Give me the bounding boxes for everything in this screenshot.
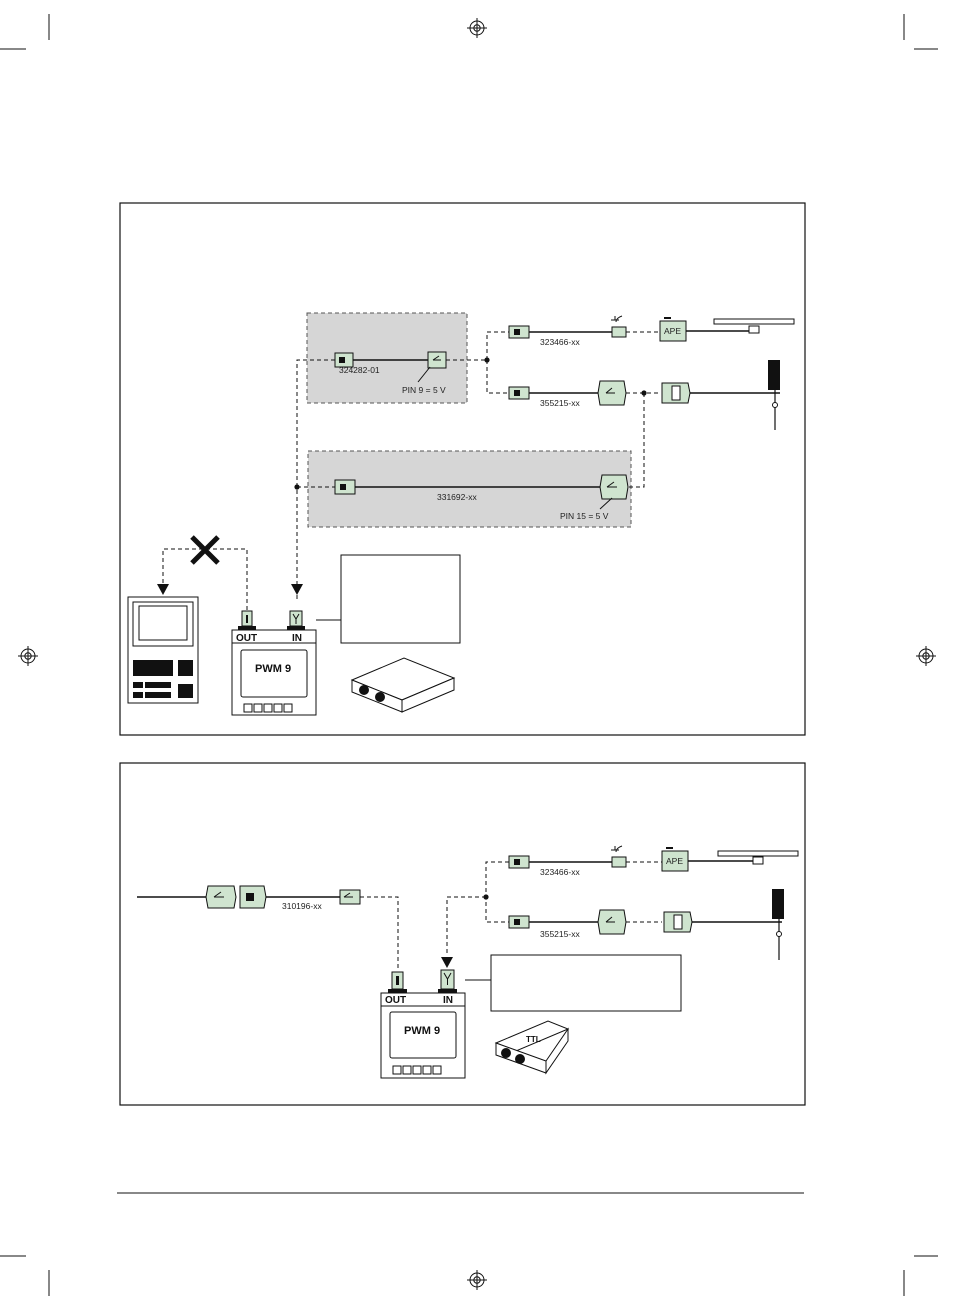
branch-cable-top: 323466-xx APE bbox=[508, 845, 799, 877]
pwm9-tester: PWM 9 OUT IN bbox=[231, 610, 317, 716]
ttl-interface-box-icon: TTL bbox=[494, 1020, 570, 1075]
diagram-2-frame bbox=[119, 762, 806, 1106]
interface-box-icon bbox=[350, 657, 456, 713]
tester-name: PWM 9 bbox=[255, 663, 291, 675]
input-cable: 310196-xx bbox=[137, 885, 361, 911]
part-number-label: 323466-xx bbox=[540, 337, 580, 347]
plug-symbol-icon bbox=[611, 315, 623, 323]
ape-label: APE bbox=[664, 326, 681, 336]
arrow-down-icon bbox=[291, 584, 303, 595]
extension-cable-area bbox=[307, 450, 632, 528]
handheld-probe-icon bbox=[772, 889, 784, 919]
registration-mark-icon bbox=[466, 1269, 488, 1291]
part-number-label: 324282-01 bbox=[339, 365, 380, 375]
branch-cable-top: 323466-xx APE bbox=[508, 315, 795, 347]
pin-note-label: PIN 15 = 5 V bbox=[560, 511, 609, 521]
diagram-1: 324282-01 PIN 9 = 5 V 323466-xx APE bbox=[119, 202, 806, 736]
part-number-label: 331692-xx bbox=[437, 492, 477, 502]
cross-icon bbox=[190, 535, 220, 565]
connector-small-icon bbox=[611, 856, 627, 868]
extension-cable: 331692-xx PIN 15 = 5 V bbox=[334, 474, 629, 521]
note-box bbox=[490, 954, 682, 1012]
tester-display bbox=[240, 649, 308, 698]
junction-node bbox=[294, 484, 300, 490]
scale-tape-icon bbox=[713, 318, 795, 325]
part-number-label: 310196-xx bbox=[282, 901, 322, 911]
arrow-down-icon bbox=[157, 584, 169, 595]
pin-note-label: PIN 9 = 5 V bbox=[402, 385, 446, 395]
handheld-probe-icon bbox=[768, 360, 780, 390]
registration-mark-icon bbox=[466, 17, 488, 39]
part-number-label: 323466-xx bbox=[540, 867, 580, 877]
registration-mark-icon bbox=[17, 645, 39, 667]
in-port-label: IN bbox=[292, 633, 302, 644]
diagram-1-frame bbox=[119, 202, 806, 736]
part-number-label: 355215-xx bbox=[540, 929, 580, 939]
pwm9-tester: PWM 9 OUT IN bbox=[380, 969, 466, 1079]
diagram-2: 310196-xx 323466-xx APE bbox=[119, 762, 806, 1106]
print-marks bbox=[0, 14, 938, 1296]
tester-name: PWM 9 bbox=[404, 1025, 440, 1037]
cnc-control-icon bbox=[127, 596, 199, 704]
in-port-label: IN bbox=[443, 995, 453, 1006]
branch-cable-bottom: 355215-xx bbox=[508, 889, 784, 960]
out-port-label: OUT bbox=[385, 995, 406, 1006]
ape-label: APE bbox=[666, 856, 683, 866]
registration-mark-icon bbox=[915, 645, 937, 667]
scale-tape-icon bbox=[717, 850, 799, 857]
note-box bbox=[340, 554, 461, 644]
ttl-label: TTL bbox=[526, 1035, 541, 1044]
out-port-label: OUT bbox=[236, 633, 257, 644]
part-number-label: 355215-xx bbox=[540, 398, 580, 408]
arrow-down-icon bbox=[441, 957, 453, 968]
tester-display bbox=[389, 1011, 457, 1059]
connector-small-icon bbox=[611, 326, 627, 338]
plug-symbol-icon bbox=[611, 845, 623, 853]
branch-cable-bottom: 355215-xx bbox=[508, 360, 780, 430]
